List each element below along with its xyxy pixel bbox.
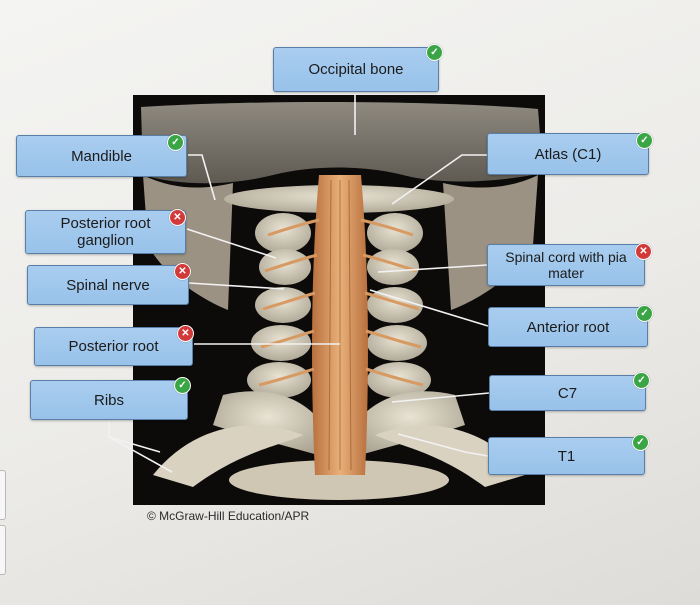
image-credit: © McGraw-Hill Education/APR — [147, 509, 310, 523]
window-edge-top — [0, 470, 6, 520]
label-t1-text: T1 — [557, 447, 576, 465]
label-atlas-c1[interactable]: Atlas (C1) ✓ — [487, 132, 653, 175]
label-anterior-root-text: Anterior root — [526, 318, 610, 336]
label-anterior-root[interactable]: Anterior root ✓ — [488, 305, 653, 347]
cervical-spine-image — [133, 95, 545, 505]
x-icon: ✕ — [177, 325, 194, 342]
label-mandible[interactable]: Mandible ✓ — [16, 134, 187, 177]
check-icon: ✓ — [174, 377, 191, 394]
label-spinal-nerve-text: Spinal nerve — [66, 276, 150, 294]
x-icon: ✕ — [174, 263, 191, 280]
label-ribs[interactable]: Ribs ✓ — [30, 377, 191, 420]
label-spinal-cord-pia-mater[interactable]: Spinal cord with pia mater ✕ — [487, 243, 652, 286]
check-icon: ✓ — [636, 305, 653, 322]
label-occipital-bone[interactable]: Occipital bone ✓ — [273, 44, 443, 92]
check-icon: ✓ — [636, 132, 653, 149]
label-posterior-root[interactable]: Posterior root ✕ — [34, 325, 194, 366]
label-spinal-nerve[interactable]: Spinal nerve ✕ — [27, 263, 191, 305]
check-icon: ✓ — [632, 434, 649, 451]
label-occipital-bone-text: Occipital bone — [308, 61, 404, 78]
check-icon: ✓ — [426, 44, 443, 61]
label-mandible-text: Mandible — [71, 147, 132, 165]
label-t1[interactable]: T1 ✓ — [488, 434, 649, 475]
check-icon: ✓ — [167, 134, 184, 151]
x-icon: ✕ — [635, 243, 652, 260]
label-c7[interactable]: C7 ✓ — [489, 372, 650, 411]
label-spinal-cord-text: Spinal cord with pia mater — [505, 249, 627, 281]
x-icon: ✕ — [169, 209, 186, 226]
label-posterior-root-ganglion[interactable]: Posterior root ganglion ✕ — [25, 209, 186, 254]
check-icon: ✓ — [633, 372, 650, 389]
label-posterior-root-text: Posterior root — [68, 338, 159, 355]
anatomy-figure — [133, 95, 545, 505]
label-ribs-text: Ribs — [93, 391, 124, 409]
window-edge-bottom — [0, 525, 6, 575]
label-c7-text: C7 — [557, 384, 578, 402]
label-atlas-c1-text: Atlas (C1) — [534, 145, 602, 163]
label-posterior-root-ganglion-text: Posterior root ganglion — [60, 215, 151, 249]
